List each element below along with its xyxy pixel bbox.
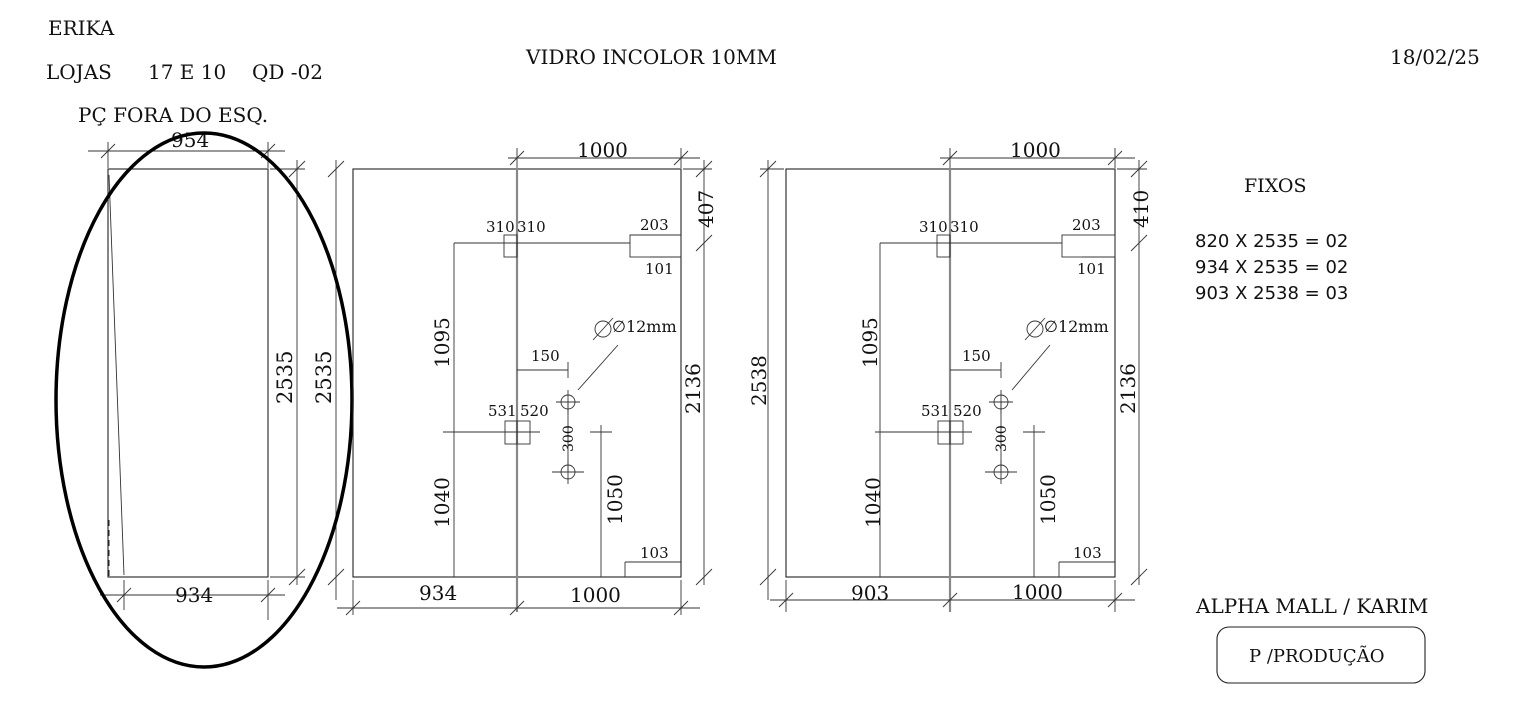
hinge-right-3: 310 <box>950 218 979 236</box>
dim-right-height: 2136 <box>681 363 705 414</box>
dim-right-height-3: 2136 <box>1116 363 1140 414</box>
dim-fixed-width-3: 903 <box>851 581 889 605</box>
dim-left-height-3: 2538 <box>747 355 771 406</box>
dim-door-width-top: 1000 <box>577 138 628 162</box>
drawing-2: 1000 407 310 310 203 101 1095 ∅12mm 150 <box>337 138 718 616</box>
drawing-1: 954 934 2535 2535 <box>88 128 345 620</box>
material-title: VIDRO INCOLOR 10MM <box>525 45 777 69</box>
dim-lower-height: 1040 <box>430 477 454 528</box>
store-numbers: 17 E 10 <box>148 60 226 84</box>
hole-spacing: 300 <box>561 425 577 452</box>
lock-top: 203 <box>640 216 669 234</box>
project-name: ALPHA MALL / KARIM <box>1195 594 1428 618</box>
dim-top-right-3: 410 <box>1129 190 1153 228</box>
dim-door-width-bottom-3: 1000 <box>1012 580 1063 604</box>
bottom-corner: 103 <box>640 544 669 562</box>
highlight-ellipse <box>54 131 354 669</box>
mid-right-3: 520 <box>953 402 982 420</box>
mid-left-3: 531 <box>921 402 950 420</box>
frame-code: QD -02 <box>252 60 323 84</box>
bottom-corner-3: 103 <box>1073 544 1102 562</box>
client-name: ERIKA <box>48 16 115 40</box>
drawing-3: 1000 410 2538 310 310 203 101 1095 ∅12mm <box>747 138 1153 612</box>
hole-spacing-3: 300 <box>994 425 1010 452</box>
hinge-left-3: 310 <box>919 218 948 236</box>
fixed-title: FIXOS <box>1244 175 1306 197</box>
dim-bottom-width: 934 <box>175 583 213 607</box>
hinge-left: 310 <box>486 218 515 236</box>
dim-door-width-bottom: 1000 <box>570 583 621 607</box>
dim-upper-height-3: 1095 <box>858 317 882 368</box>
hole-offset-3: 150 <box>962 347 991 365</box>
dim-handle-height-3: 1050 <box>1036 474 1060 525</box>
dim-handle-height: 1050 <box>603 474 627 525</box>
lock-top-3: 203 <box>1072 216 1101 234</box>
date: 18/02/25 <box>1390 45 1480 69</box>
production-status-label: P /PRODUÇÃO <box>1249 645 1384 667</box>
mid-right: 520 <box>520 402 549 420</box>
dim-upper-height: 1095 <box>430 317 454 368</box>
dim-lower-height-3: 1040 <box>861 477 885 528</box>
out-of-square-line <box>108 174 125 576</box>
stores-label: LOJAS <box>46 60 112 84</box>
fixed-item: 903 X 2538 = 03 <box>1195 283 1348 304</box>
hinge-right: 310 <box>517 218 546 236</box>
mid-left: 531 <box>488 402 517 420</box>
fixed-item: 820 X 2535 = 02 <box>1195 231 1348 252</box>
hole-diameter-3: ∅12mm <box>1044 317 1109 336</box>
hole-diameter: ∅12mm <box>612 317 677 336</box>
dim-top-right: 407 <box>694 190 718 228</box>
hole-offset: 150 <box>531 347 560 365</box>
lock-bottom: 101 <box>645 260 674 278</box>
dim-outer-height: 2535 <box>312 351 336 404</box>
production-status-button[interactable]: P /PRODUÇÃO <box>1216 626 1426 684</box>
dim-inner-height: 2535 <box>273 351 297 404</box>
piece-outline <box>107 168 269 578</box>
lock-bottom-3: 101 <box>1077 260 1106 278</box>
outside-square-note: PÇ FORA DO ESQ. <box>78 103 268 127</box>
fixed-item: 934 X 2535 = 02 <box>1195 257 1348 278</box>
dim-door-width-top-3: 1000 <box>1010 138 1061 162</box>
dim-fixed-width: 934 <box>419 581 457 605</box>
